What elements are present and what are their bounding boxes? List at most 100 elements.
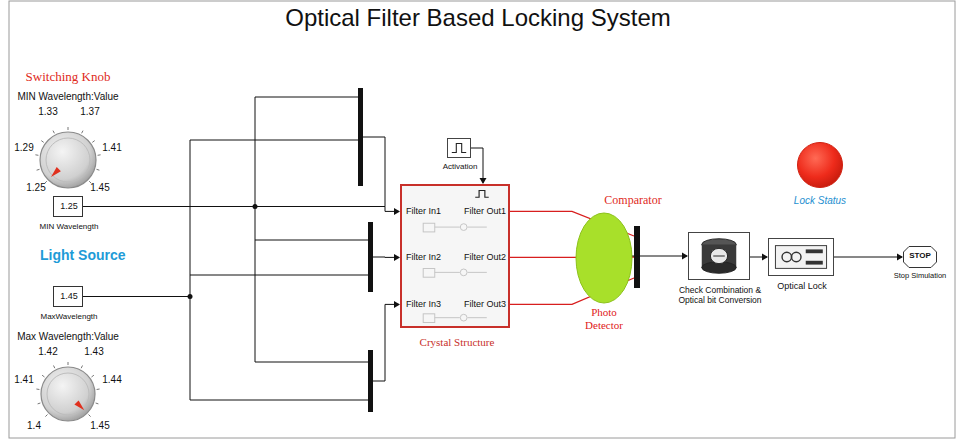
stop-octagon xyxy=(904,247,937,268)
knob-tick xyxy=(82,131,83,134)
pulse-block: Activation xyxy=(447,138,471,158)
node-text: Max Wavelength:Value xyxy=(17,331,119,343)
detector-ellipse xyxy=(576,213,632,303)
node-text: Filter Out3 xyxy=(464,299,506,310)
node-text: Optical Lock xyxy=(777,281,827,292)
filter-glyph xyxy=(435,272,460,273)
knob-tick xyxy=(53,131,54,134)
node-text: 1.45 xyxy=(60,291,78,302)
node-text: Filter In1 xyxy=(406,206,441,217)
node-text: 1.43 xyxy=(84,346,103,358)
knob-tick xyxy=(92,375,94,377)
connector xyxy=(632,253,688,260)
knob-pointer xyxy=(51,167,61,177)
node-text: Filter In3 xyxy=(406,299,441,310)
lamp-circle xyxy=(798,143,843,188)
stop-block: STOPStop Simulation xyxy=(903,246,937,268)
node-text: MaxWavelength xyxy=(40,312,97,322)
node-text: MIN Wavelength:Value xyxy=(17,91,118,103)
diagram-title: Optical Filter Based Locking System xyxy=(285,4,671,33)
knob-ring xyxy=(46,138,90,182)
node-art xyxy=(769,239,833,275)
connector xyxy=(834,254,903,261)
photo-detector: Photo Detector xyxy=(576,213,632,303)
node-text: Filter Out2 xyxy=(464,252,506,263)
filter-glyph xyxy=(435,317,460,318)
knob-tick xyxy=(37,169,40,171)
filter-glyph xyxy=(435,227,460,228)
connector xyxy=(83,97,400,362)
knob-tick xyxy=(68,362,69,365)
node-art xyxy=(576,213,632,303)
wire xyxy=(83,140,399,400)
filter-glyph xyxy=(468,227,487,228)
filter-glyph xyxy=(460,314,467,321)
knob-pointer xyxy=(74,400,84,410)
knob-tick xyxy=(81,366,82,369)
annotation: Comparator xyxy=(604,193,661,207)
knob-tick xyxy=(54,366,55,369)
node-text: 1.45 xyxy=(90,182,109,194)
frame xyxy=(9,1,955,438)
filter-glyph xyxy=(423,269,435,278)
node-text: 1.29 xyxy=(14,142,33,154)
node-text: 1.37 xyxy=(80,106,99,118)
wire xyxy=(834,257,902,258)
knob-tick xyxy=(89,415,91,417)
mux-bar xyxy=(358,88,363,186)
lock-block: Optical Lock xyxy=(768,238,834,276)
node-art xyxy=(689,233,749,279)
mux-bar xyxy=(368,222,373,292)
node-art xyxy=(448,139,470,157)
drum-icon xyxy=(713,256,725,257)
junction-dot xyxy=(188,294,193,299)
knob-tick xyxy=(92,141,94,143)
node-text: Crystal Structure xyxy=(420,336,495,349)
knob-tick xyxy=(45,415,47,417)
connector xyxy=(83,140,400,400)
node-text: Activation xyxy=(443,162,478,172)
node-text: Photo Detector xyxy=(576,306,632,332)
knob-ring xyxy=(47,373,89,415)
wire xyxy=(510,211,634,304)
node-text: Check Combination & Optical bit Conversi… xyxy=(665,285,775,305)
filter-glyph xyxy=(468,272,487,273)
board-icon xyxy=(775,246,826,269)
function-block: Check Combination & Optical bit Conversi… xyxy=(688,232,750,280)
node-text: Filter Out1 xyxy=(464,206,506,217)
knob-control: MIN Wavelength:Value1.331.371.291.411.25… xyxy=(12,88,128,198)
node-text: Filter In2 xyxy=(406,252,441,263)
node-text: STOP xyxy=(909,251,931,261)
node-text: 1.25 xyxy=(60,201,78,212)
board-icon xyxy=(782,252,791,261)
knob-control: Max Wavelength:Value1.421.431.411.441.41… xyxy=(12,328,128,434)
subsystem-block: Filter In1Filter In2Filter In3 Filter Out… xyxy=(400,184,510,328)
filter-glyph xyxy=(423,314,435,323)
board-icon xyxy=(806,249,823,253)
node-art xyxy=(797,142,843,188)
wire xyxy=(83,97,399,362)
knob-tick xyxy=(38,403,41,405)
wire xyxy=(632,256,687,257)
node-text: 1.41 xyxy=(14,374,33,386)
drum-icon xyxy=(710,248,727,263)
knob-tick xyxy=(68,127,69,130)
node-text: 1.4 xyxy=(27,420,41,432)
pulse-symbol xyxy=(452,144,466,153)
node-text: Lock Status xyxy=(794,195,846,207)
board-icon xyxy=(792,252,801,261)
board-icon xyxy=(806,261,823,265)
node-text: 1.45 xyxy=(90,420,109,432)
filter-glyph xyxy=(423,223,435,232)
knob-tick xyxy=(98,154,101,156)
comparator-bar xyxy=(634,226,640,288)
knob-tick xyxy=(97,389,100,391)
status-lamp: Lock Status xyxy=(797,142,843,188)
filter-glyph xyxy=(460,224,467,231)
display-box: 1.45MaxWavelength xyxy=(53,286,83,307)
annotation: Switching Knob xyxy=(26,69,111,85)
annotation: Light Source xyxy=(40,247,126,264)
pulse-symbol xyxy=(475,190,488,197)
mux-bar xyxy=(368,350,373,412)
